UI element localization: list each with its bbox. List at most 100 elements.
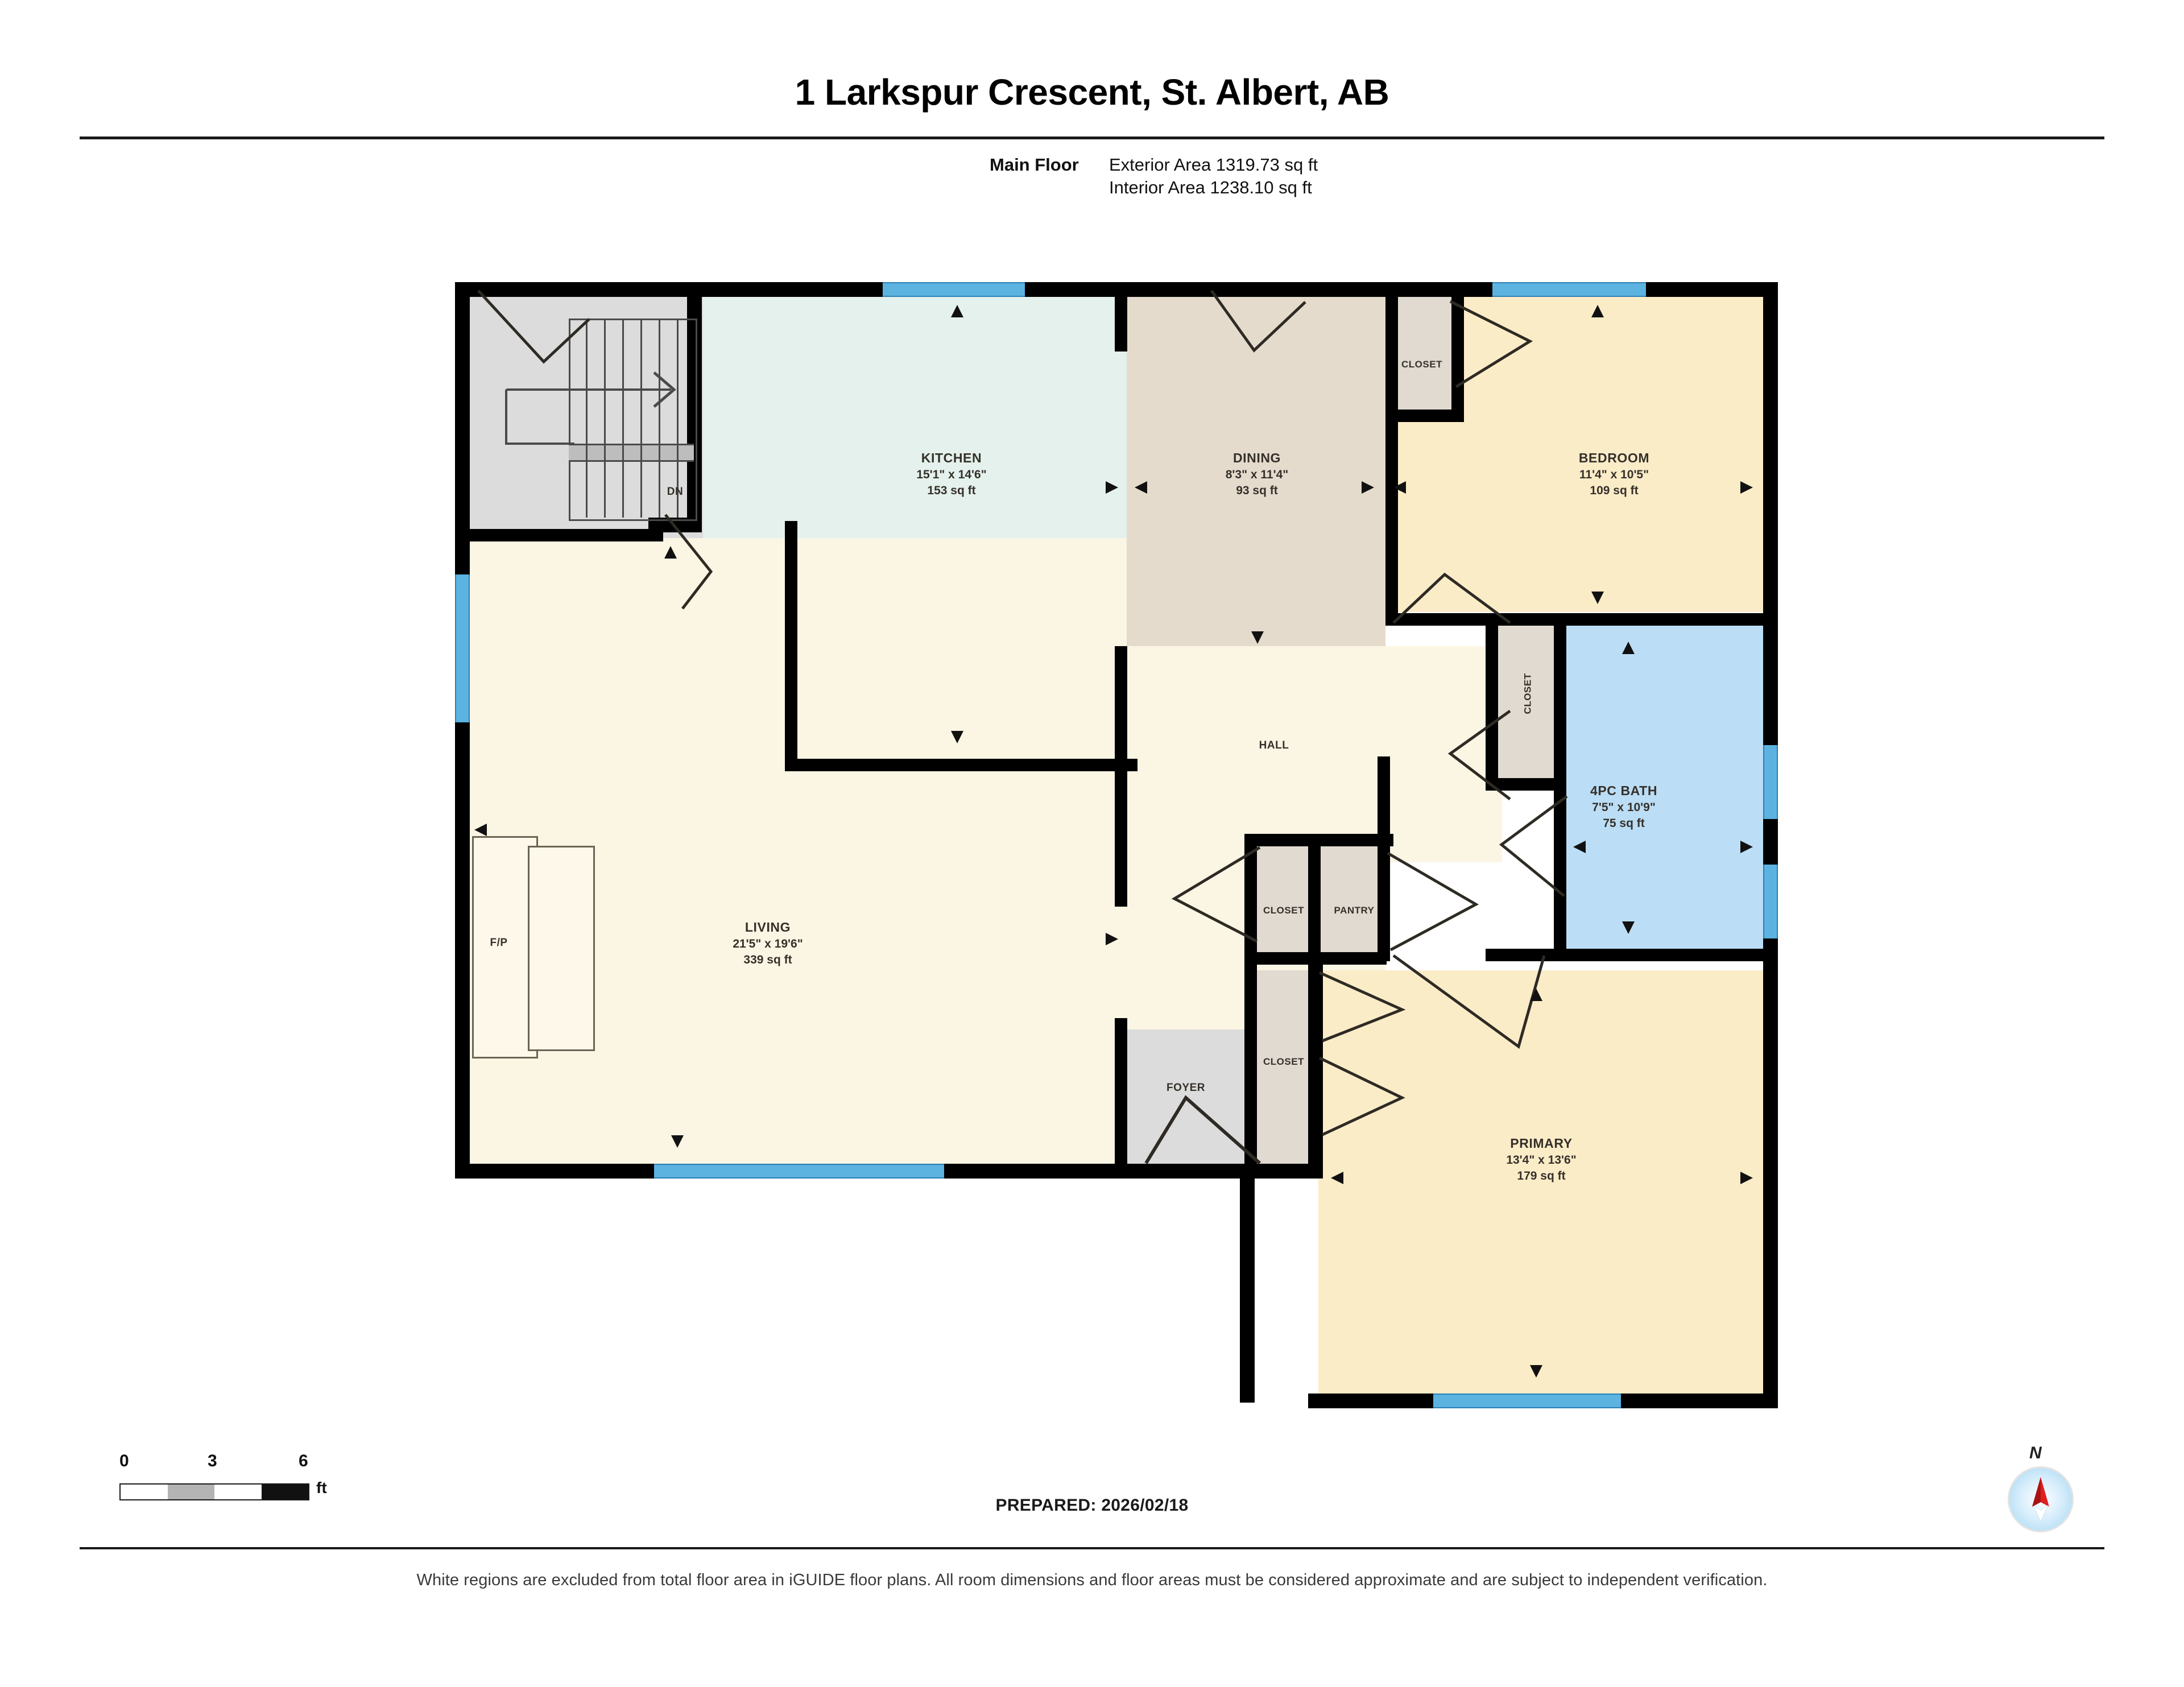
door-stairs-dn [664,514,713,610]
door-bedroom-entry [1392,572,1511,625]
wall-closet-cluster-left [1244,834,1257,1169]
wall-bath-left [1554,620,1566,961]
scale-seg-2 [167,1485,214,1499]
wall-bath-closet-bottom [1486,778,1566,791]
dim-arrow-primary-top [1530,989,1542,1001]
dim-arrow-dining-bottom [1251,631,1264,644]
pantry-fill [1321,845,1387,959]
window-kitchen-top [883,282,1025,297]
wall-kitchen-partition-v [785,521,797,771]
dim-arrow-living-top [664,546,677,559]
dim-arrow-living-bottom [671,1135,684,1148]
wall-bedroom-bottom [1385,613,1778,626]
scale-bar [119,1483,309,1500]
door-pantry [1387,851,1479,952]
disclaimer-text: White regions are excluded from total fl… [416,1571,1768,1589]
wall-exterior-right [1763,282,1778,1408]
stair-area-fill [464,288,703,538]
dim-arrow-bath-left [1573,841,1586,853]
window-living-bottom [654,1164,944,1179]
window-bath-right-upper [1763,745,1778,819]
title-divider [80,137,2104,139]
scale-tick-0: 0 [119,1452,129,1470]
scale-seg-4 [261,1485,308,1499]
dim-arrow-primary-bottom [1530,1365,1542,1378]
compass-needle-icon [2032,1477,2049,1523]
dim-arrow-dining-left [1135,481,1147,494]
closet-bath-fill [1494,626,1562,785]
wall-foyer-closet-div [1308,952,1321,1009]
primary-fill [1318,970,1769,1403]
stairs-direction-arrow [505,371,676,445]
wall-exterior-left [455,282,470,1179]
dim-arrow-primary-right [1740,1172,1753,1184]
wall-exterior-step [1240,1164,1255,1403]
wall-kitchen-partition-h [785,759,1138,771]
scale-tick-6: 6 [299,1452,308,1470]
exterior-area: Exterior Area 1319.73 sq ft [1109,155,1318,175]
wall-closet-bedroom-bottom [1385,410,1464,422]
prepared-date: PREPARED: 2026/02/18 [995,1496,1189,1515]
wall-stair-right [687,288,702,532]
door-foyer-closet-upper [1318,971,1406,1043]
wall-bath-closet-left [1486,620,1498,791]
stairs-landing [569,444,694,462]
closet-hall-fill [1251,845,1315,959]
stair-tread [640,319,642,518]
fireplace-hearth [528,846,595,1051]
dim-arrow-dining-right [1362,481,1374,494]
wall-closet-pantry-div [1308,834,1321,965]
window-living-left [455,574,470,722]
door-dining-top [1210,290,1306,353]
door-foyer-closet-lower [1318,1056,1405,1136]
wall-foyer-left [1115,1018,1127,1172]
dim-arrow-bedroom-left [1393,481,1406,494]
stair-tread [604,319,606,518]
stair-tread [622,319,624,518]
door-bath-closet [1447,709,1511,800]
stair-tread [586,319,588,518]
compass-icon [2008,1466,2074,1532]
wall-stair-bottom [470,529,663,541]
foyer-fill [1127,1029,1255,1169]
stair-tread [659,319,660,518]
bath-fill [1562,626,1769,956]
dim-arrow-bedroom-bottom [1591,592,1604,604]
dim-arrow-bedroom-right [1740,481,1753,494]
dim-arrow-bedroom-topwin [1591,305,1604,317]
footer-divider [80,1547,2104,1549]
door-primary-entry [1392,954,1546,1049]
dim-arrow-living-right [1106,933,1118,945]
door-bath-entry [1499,795,1568,897]
wall-closet-bedroom-right [1451,288,1464,422]
scale-seg-3 [214,1485,262,1499]
dim-arrow-kitchen-top [951,305,963,317]
scale-unit-label: ft [316,1479,327,1496]
dim-arrow-bath-top [1622,642,1635,654]
door-hall-closet [1171,846,1261,943]
fireplace-firebox [472,836,538,1058]
door-front-entry [1144,1095,1261,1165]
dim-arrow-primary-left [1331,1172,1343,1184]
stairs-outline [569,319,697,521]
wall-bath-bottom [1486,949,1778,961]
dim-arrow-kitchen-right [1106,481,1118,494]
scale-bar-numbers: 0 3 6 [102,1452,341,1474]
compass-north-label: N [2029,1444,2042,1462]
wall-kitchen-dining-top [1115,288,1127,352]
closet-foyer-fill [1251,970,1318,1167]
page-title: 1 Larkspur Crescent, St. Albert, AB [795,72,1389,113]
dim-arrow-living-left [474,824,487,836]
dim-arrow-kitchen-bottom [951,731,963,743]
wall-hall-living [1115,759,1127,907]
scale-seg-1 [121,1485,168,1499]
wall-bedroom-left [1385,288,1398,618]
stair-tread [677,319,679,518]
window-bath-right-lower [1763,865,1778,938]
window-primary-bottom [1433,1394,1621,1408]
interior-area: Interior Area 1238.10 sq ft [1109,177,1312,197]
wall-hall-right [1378,756,1390,961]
door-bedroom-closet [1449,300,1533,388]
